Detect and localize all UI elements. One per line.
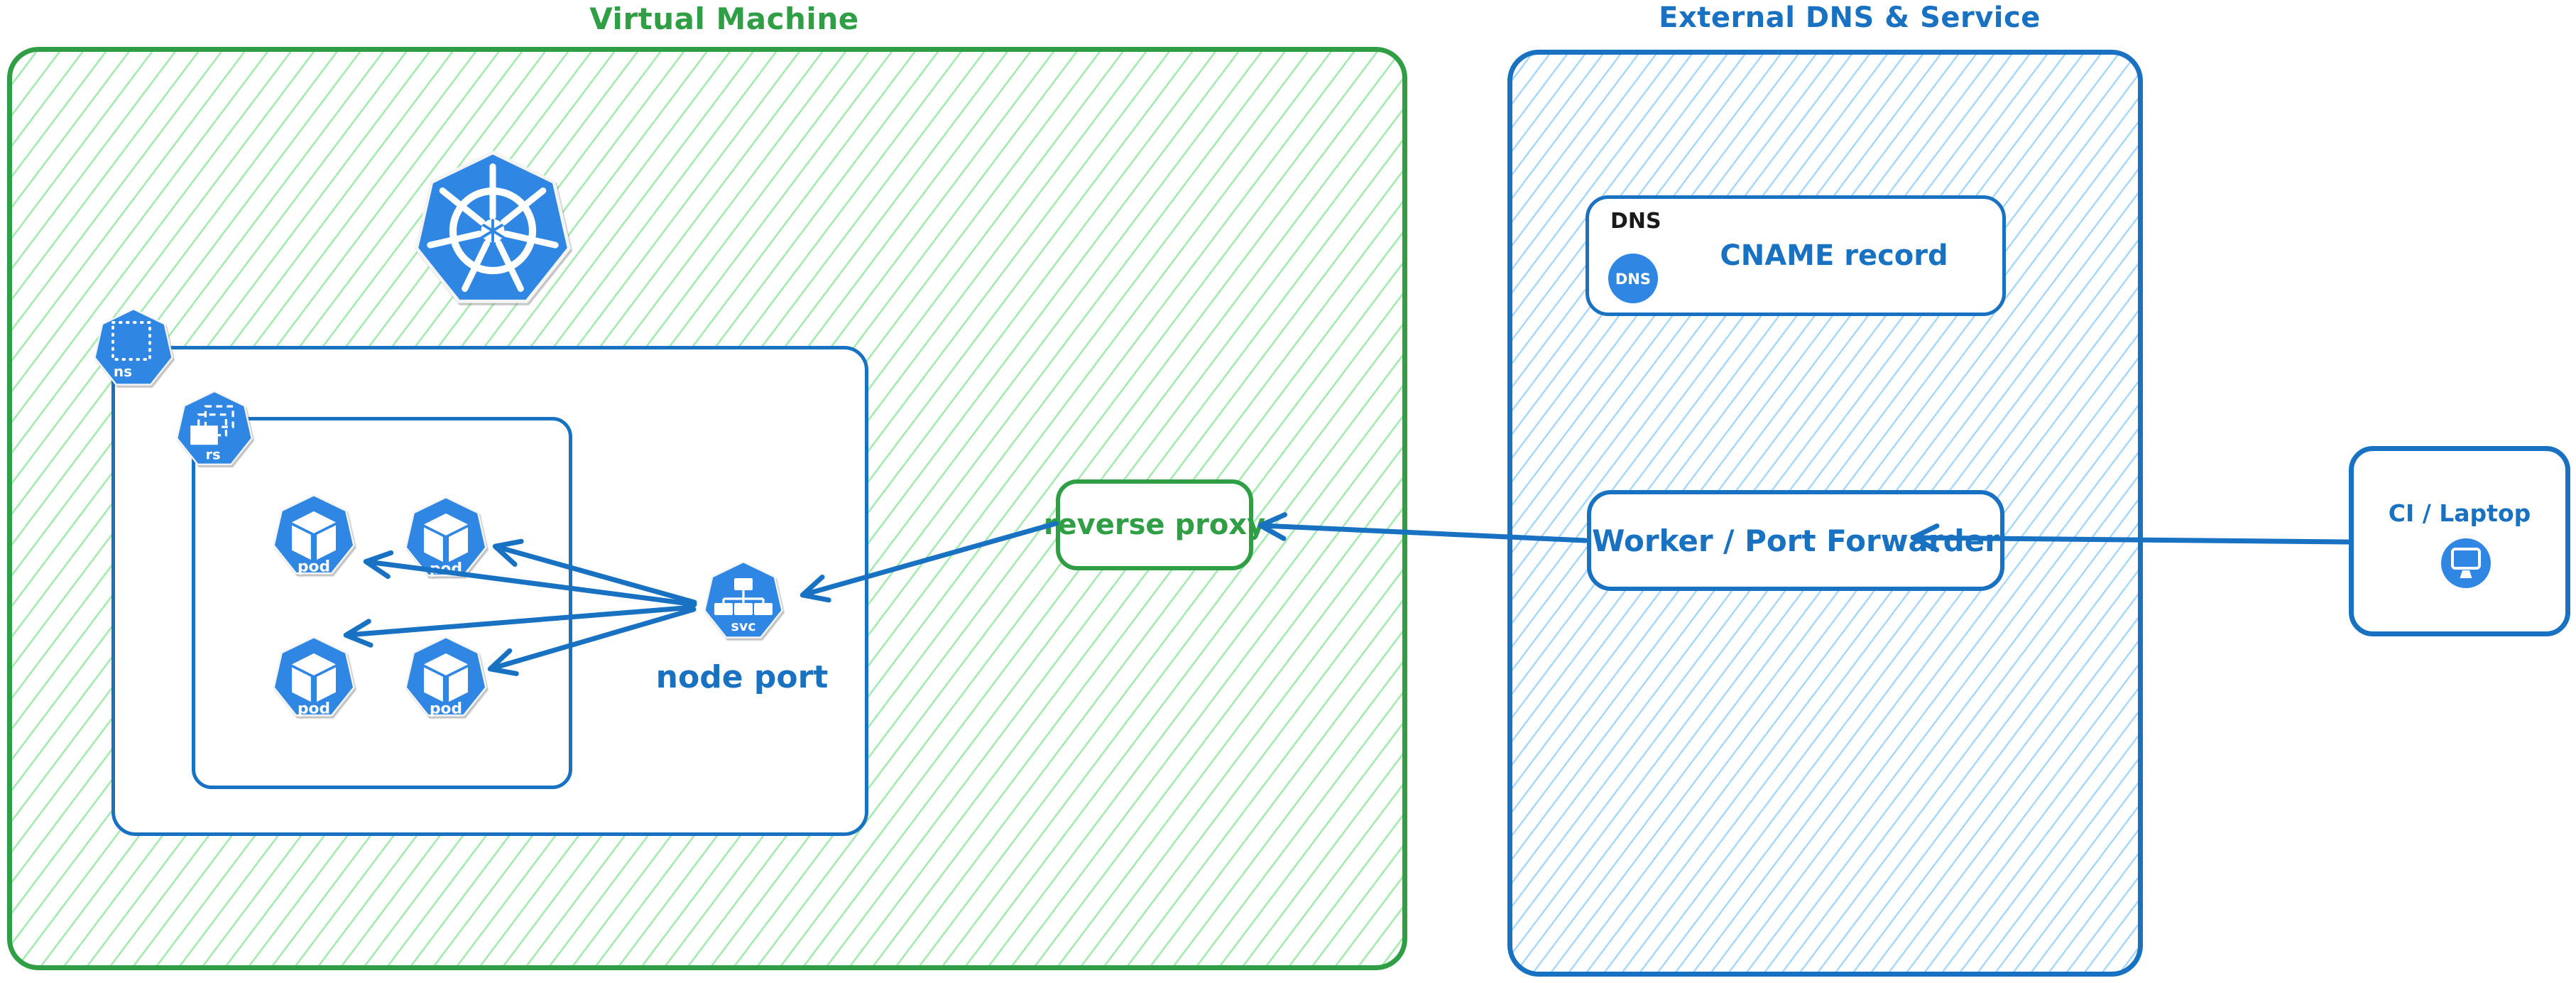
- monitor-icon: [2441, 538, 2491, 588]
- reverse-proxy-label: reverse proxy: [1043, 509, 1266, 541]
- pod-icon-1: pod: [273, 494, 355, 576]
- pod-icon-2: pod: [405, 496, 487, 578]
- namespace-icon: ns: [94, 308, 173, 386]
- pod-label: pod: [298, 558, 330, 576]
- reverse-proxy-box: reverse proxy: [1044, 479, 1265, 570]
- dns-icon-label: DNS: [1615, 271, 1651, 288]
- ci-laptop-box: CI / Laptop: [2349, 446, 2570, 636]
- worker-port-forwarder-box: Worker / Port Forwarder: [1587, 490, 2004, 591]
- service-icon: svc: [704, 560, 783, 639]
- replicaset-box: [192, 417, 572, 789]
- cname-record-label: CNAME record: [1720, 239, 1948, 272]
- ci-laptop-label: CI / Laptop: [2388, 499, 2531, 527]
- vm-group-title: Virtual Machine: [589, 1, 859, 36]
- pod-icon-3: pod: [273, 636, 355, 718]
- replicaset-icon: rs: [175, 390, 253, 466]
- dns-record-box: DNS DNS CNAME record: [1586, 195, 2006, 316]
- replicaset-icon-label: rs: [206, 447, 221, 463]
- service-icon-label: svc: [731, 619, 756, 634]
- kubernetes-logo-icon: [414, 151, 572, 303]
- node-port-label: node port: [655, 659, 829, 695]
- worker-port-forwarder-label: Worker / Port Forwarder: [1592, 523, 1999, 558]
- dns-tag: DNS: [1610, 209, 1661, 234]
- pod-label: pod: [298, 700, 330, 718]
- pod-icon-4: pod: [405, 636, 487, 718]
- dns-icon: DNS: [1608, 254, 1658, 303]
- pod-label: pod: [430, 700, 462, 718]
- namespace-icon-label: ns: [114, 363, 132, 380]
- external-group-title: External DNS & Service: [1659, 1, 2041, 34]
- pod-label: pod: [430, 560, 462, 578]
